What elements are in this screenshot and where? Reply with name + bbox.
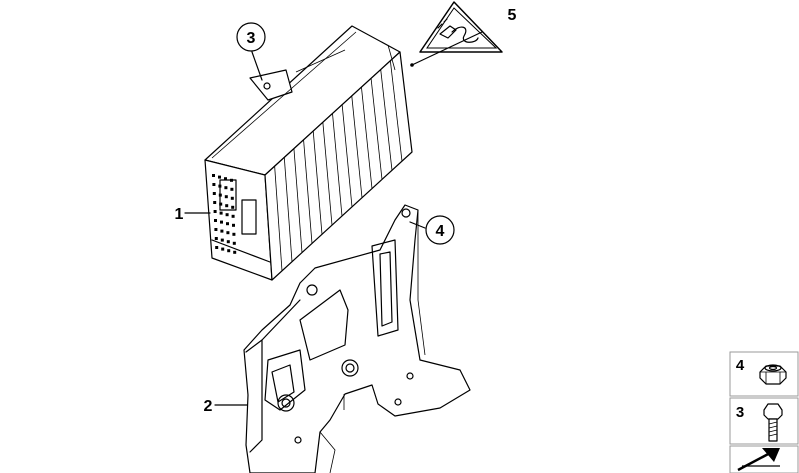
vent-hole (219, 202, 223, 206)
vent-hole (232, 223, 235, 227)
vent-hole (212, 174, 215, 177)
screw-icon (763, 403, 783, 442)
mounting-bracket (243, 204, 471, 473)
vent-hole (231, 214, 235, 218)
vent-hole (227, 249, 231, 253)
hardware-legend: 4 3 (729, 351, 799, 473)
legend-item-nut: 4 (729, 351, 799, 397)
vent-hole (213, 210, 217, 213)
callout-3-label: 3 (247, 30, 256, 47)
heat-sink-fin (389, 60, 403, 162)
vent-hole (212, 192, 216, 195)
heat-sink-fin (341, 104, 353, 207)
callout-5-label: 5 (508, 7, 517, 24)
vent-hole (224, 195, 228, 199)
vent-hole (214, 219, 217, 222)
legend-item-nut-number: 4 (736, 357, 745, 374)
vent-hole (225, 213, 229, 217)
vent-hole (224, 186, 228, 190)
vent-hole (220, 220, 223, 224)
vent-hole (225, 204, 229, 208)
heat-sink-fin (351, 95, 363, 198)
vent-hole (232, 241, 236, 245)
vent-hole (212, 183, 216, 186)
vent-hole (218, 175, 221, 179)
callout-2-label: 2 (204, 398, 213, 415)
heat-sink-fin (332, 113, 343, 217)
vent-hole (226, 222, 229, 226)
legend-item-screw: 3 (729, 397, 799, 445)
vent-hole (230, 187, 234, 191)
vent-hole (214, 237, 218, 240)
amplifier-unit (204, 25, 413, 281)
heat-sink-fin (283, 157, 293, 262)
diagonal-arrow-icon (737, 448, 780, 472)
legend-arrow-cell (729, 445, 799, 473)
vent-hole (231, 205, 235, 209)
callout-4-label: 4 (436, 223, 445, 240)
callout-3-circle: 3 (236, 22, 266, 52)
vent-hole (220, 238, 224, 242)
vent-hole (220, 229, 224, 233)
vent-hole (226, 231, 230, 235)
vent-hole (213, 201, 217, 204)
heat-sink-fin (274, 166, 283, 271)
heat-sink-fin (370, 78, 383, 180)
heat-sink-fin (293, 148, 303, 253)
vent-hole (214, 228, 218, 231)
warning-triangle-icon (419, 1, 503, 53)
vent-hole (233, 250, 237, 254)
hex-nut-icon (759, 364, 787, 385)
vent-hole (221, 247, 225, 251)
vent-hole (226, 240, 230, 244)
callout-1-label: 1 (175, 206, 184, 223)
vent-hole (232, 232, 236, 236)
heat-sink-fin (312, 131, 323, 235)
heat-sink-fin (361, 87, 373, 189)
vent-hole (215, 246, 219, 249)
vent-hole (219, 211, 223, 215)
vent-hole (224, 177, 227, 181)
heat-sink-fin (380, 69, 393, 171)
heat-sink-fin (322, 122, 333, 226)
vent-hole (230, 196, 234, 200)
legend-item-screw-number: 3 (736, 404, 744, 421)
callout-4-circle: 4 (425, 215, 455, 245)
heat-sink-fin (303, 139, 313, 244)
